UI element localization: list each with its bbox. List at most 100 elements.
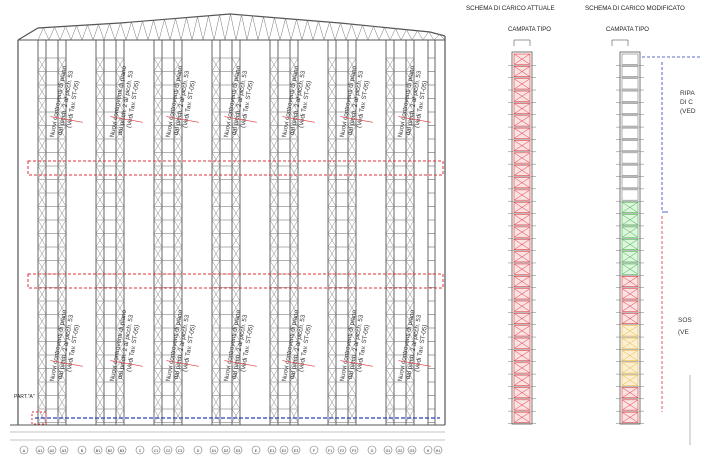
frame-brace — [57, 287, 67, 302]
frame-brace — [231, 327, 241, 342]
frame-brace — [95, 233, 105, 248]
frame-brace — [405, 368, 415, 383]
load-cell-current — [508, 226, 536, 239]
note-arrow — [50, 116, 83, 123]
frame-brace — [327, 260, 337, 275]
note-arrow — [110, 360, 143, 367]
roof-web-member — [131, 21, 138, 41]
frame-brace — [115, 260, 125, 275]
load-cell-modified-green — [616, 226, 644, 239]
frame-brace — [405, 71, 415, 86]
frame-brace — [153, 111, 163, 126]
load-cell-box — [621, 140, 639, 152]
note-arrow — [282, 116, 315, 123]
frame-brace — [211, 192, 221, 207]
roof-web-member — [92, 24, 99, 41]
frame-brace — [173, 192, 183, 207]
frame-brace — [115, 165, 125, 180]
note-arrow — [224, 116, 257, 123]
note-top-line3: (VED — [680, 108, 696, 115]
frame-brace — [57, 84, 67, 99]
frame-brace — [269, 408, 279, 423]
frame-brace — [231, 246, 241, 261]
frame-brace — [115, 84, 125, 99]
load-cell-hatch — [621, 313, 639, 324]
load-cell-modified-green — [616, 201, 644, 214]
frame-brace — [269, 300, 279, 315]
frame-brace — [405, 314, 415, 329]
roof-web-member — [114, 22, 121, 41]
frame-brace — [385, 125, 395, 140]
frame-brace — [385, 98, 395, 113]
roof-web-member — [213, 14, 220, 41]
roof-web-member — [312, 21, 319, 41]
roof-web-member — [351, 24, 358, 41]
axis-bubble — [433, 445, 443, 455]
frame-brace — [231, 165, 241, 180]
frame-brace — [95, 71, 105, 86]
scheme-current: SCHEMA DI CARICO ATTUALE CAMPATA TIPO — [466, 5, 555, 425]
frame-brace — [327, 341, 337, 356]
frame-brace — [405, 98, 415, 113]
frame-brace — [153, 84, 163, 99]
frame-brace — [115, 341, 125, 356]
load-cell-modified-red — [616, 288, 644, 301]
frame-brace — [211, 260, 221, 275]
roof-web-member — [70, 25, 77, 41]
roof-web-member — [301, 20, 308, 41]
load-cell-current — [508, 325, 536, 338]
frame-brace — [37, 179, 47, 194]
frame-brace — [405, 57, 415, 72]
note-arrow — [340, 360, 373, 367]
frame-brace — [289, 138, 299, 153]
bracing-zone-upper — [27, 160, 444, 176]
note-arrow — [340, 116, 373, 123]
frame-brace — [327, 233, 337, 248]
frame-brace — [115, 246, 125, 261]
frame-brace — [153, 219, 163, 234]
frame-brace — [173, 125, 183, 140]
axis-label: D — [197, 449, 200, 453]
frame-brace — [405, 287, 415, 302]
load-cell-hatch — [621, 374, 639, 386]
load-cell-hatch — [621, 239, 639, 250]
frame-brace — [37, 273, 47, 288]
load-cell-hatch — [621, 325, 639, 337]
roof-web-member — [252, 15, 259, 41]
frame-brace — [347, 152, 357, 167]
load-cell-modified-yellow — [616, 337, 644, 350]
axis-bubble — [251, 445, 261, 455]
frame-brace — [153, 408, 163, 423]
load-cell-current — [508, 189, 536, 202]
frame-brace — [327, 246, 337, 261]
frame-brace — [173, 341, 183, 356]
note-arrow — [398, 116, 431, 123]
frame-brace — [327, 327, 337, 342]
note-top-line2: DI C — [680, 99, 693, 106]
frame-brace — [231, 381, 241, 396]
frame-brace — [385, 368, 395, 383]
frame-brace — [289, 300, 299, 315]
frame-brace — [385, 165, 395, 180]
frame-brace — [385, 246, 395, 261]
axis-label: H1 — [436, 449, 441, 453]
roof-web-member — [125, 21, 132, 41]
frame-brace — [327, 71, 337, 86]
frame-brace — [173, 84, 183, 99]
load-cell-hatch — [513, 399, 531, 411]
frame-brace — [347, 233, 357, 248]
rack-levels — [38, 57, 435, 423]
frame-brace — [405, 233, 415, 248]
axis-bubble — [395, 445, 405, 455]
frame-brace — [115, 98, 125, 113]
frame-brace — [347, 327, 357, 342]
axis-bubble — [309, 445, 319, 455]
frame-brace — [153, 98, 163, 113]
frame-brace — [347, 341, 357, 356]
frame-brace — [405, 138, 415, 153]
axis-bubble — [47, 445, 57, 455]
load-cell-current — [508, 115, 536, 128]
